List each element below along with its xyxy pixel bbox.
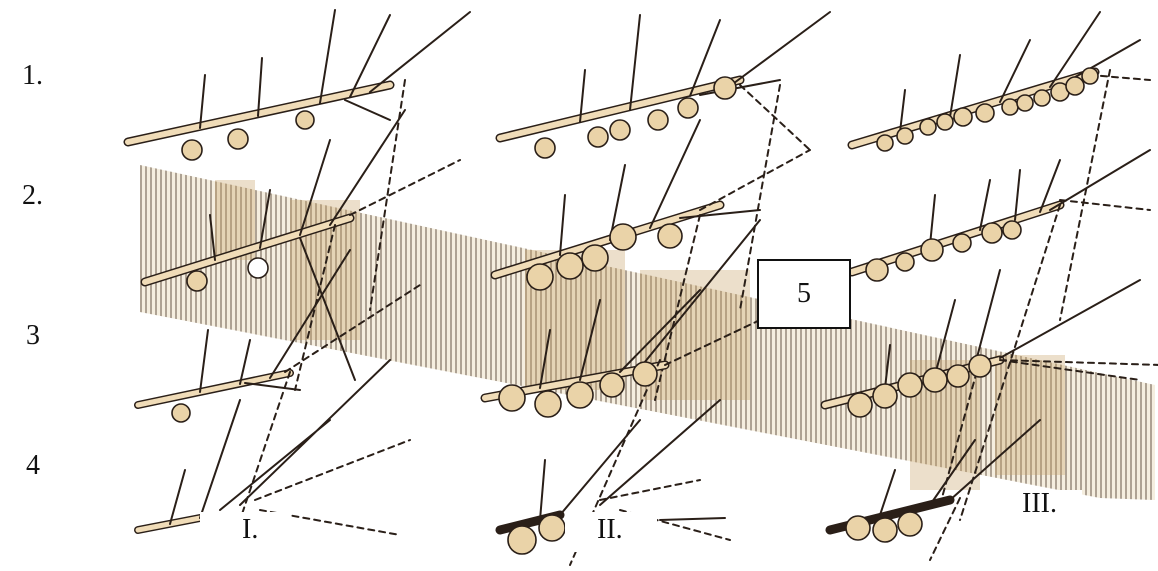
row-label-3: 3 <box>26 322 40 350</box>
row-label-4: 4 <box>26 452 40 480</box>
callout-box-5: 5 <box>757 259 851 329</box>
column-label-I: I. <box>200 512 290 552</box>
column-label-III: III. <box>1022 490 1082 526</box>
callout-label: 5 <box>797 278 811 310</box>
row-label-2: 2. <box>22 182 43 210</box>
row-label-1: 1. <box>22 62 43 90</box>
column-label-II: II. <box>565 512 657 552</box>
